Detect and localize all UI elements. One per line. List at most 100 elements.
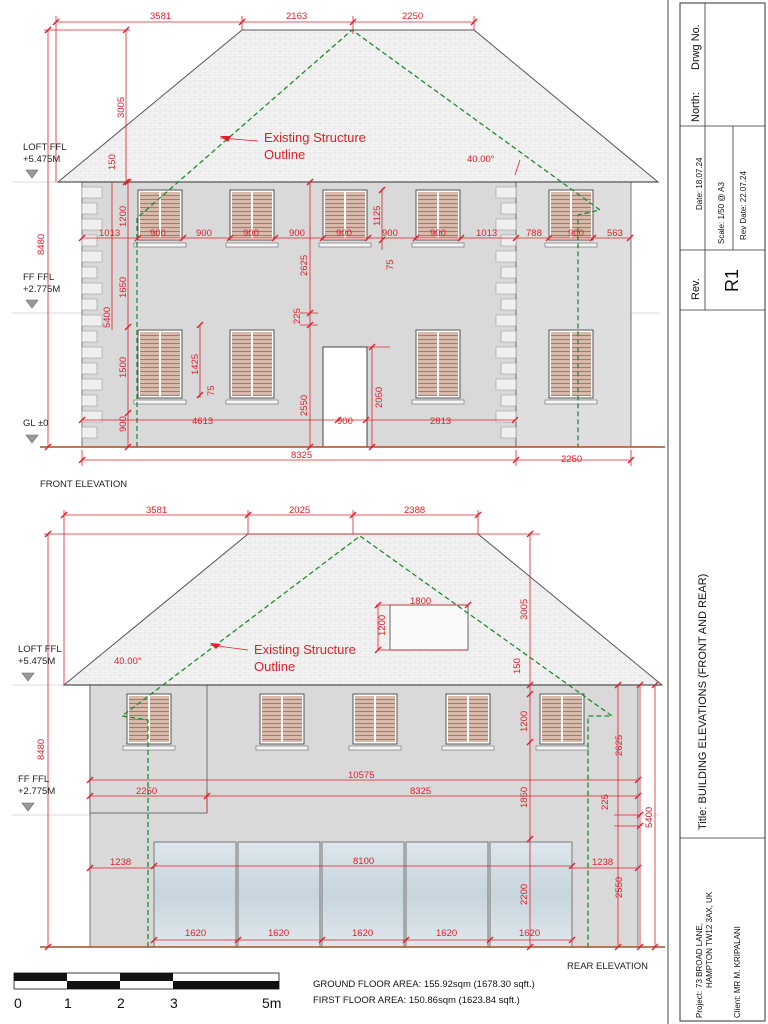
rear-roof-angle: 40.00° <box>114 656 142 667</box>
front-vert-dim-1200: 1200 <box>118 206 129 227</box>
front-window-dim-10: 788 <box>526 228 542 239</box>
title-rev-date: Rev Date: 22.07.24 <box>739 171 748 240</box>
ground-floor-area: GROUND FLOOR AREA: 155.92sqm (1678.30 sq… <box>313 979 535 990</box>
rear-vert-dim-1200: 1200 <box>519 711 530 732</box>
rear-ff-level-name: FF FFL <box>18 774 49 785</box>
scale-bar: 0 1 2 3 5m <box>13 972 281 1011</box>
front-vert-dim-75b: 75 <box>206 385 217 396</box>
front-vert-dim-1500: 1500 <box>118 357 129 378</box>
rear-panel-dim-4: 1620 <box>436 928 457 939</box>
title-block <box>680 3 765 839</box>
title-client: Client: MR M. KRIPALANI <box>733 926 742 1018</box>
scale-label-5m: 5m <box>262 995 281 1011</box>
rear-rooflight-width: 1800 <box>410 596 431 607</box>
front-lower-windows <box>133 329 598 405</box>
rear-elevation-caption: REAR ELEVATION <box>567 961 648 972</box>
front-top-dim-2: 2163 <box>286 11 307 22</box>
rear-vert-dim-2200: 2200 <box>519 884 530 905</box>
front-vert-dim-8480: 8480 <box>36 234 47 255</box>
front-roof-angle: 40.00° <box>467 154 495 165</box>
front-top-dim-1: 3581 <box>150 11 171 22</box>
rear-rooflight <box>389 604 469 651</box>
front-window-dim-4: 900 <box>243 228 259 239</box>
rear-top-dim-1: 3581 <box>146 505 167 516</box>
front-elevation: 3581 2163 2250 1013 900 900 900 900 900 … <box>12 11 665 490</box>
rear-upper-windows <box>122 693 589 751</box>
scale-label-2: 2 <box>117 995 125 1011</box>
level-marker-icon <box>25 169 39 179</box>
front-vert-dim-1125: 1125 <box>372 206 383 226</box>
scale-label-3: 3 <box>170 995 178 1011</box>
front-vert-dim-5400: 5400 <box>102 307 113 328</box>
rear-panel-dim-5: 1620 <box>519 928 540 939</box>
front-vert-dim-75a: 75 <box>385 259 396 270</box>
front-vert-dim-150: 150 <box>107 154 118 170</box>
front-vert-dim-225: 225 <box>292 308 303 324</box>
front-ff-level-name: FF FFL <box>23 272 54 283</box>
front-ground-dim-2: 900 <box>337 416 353 427</box>
front-existing-note-line1: Existing Structure <box>264 130 366 145</box>
front-window-dim-3: 900 <box>196 228 212 239</box>
rear-top-dim-3: 2388 <box>404 505 425 516</box>
rear-horiz-dim-2250: 2250 <box>136 786 157 797</box>
front-existing-outline <box>136 29 602 447</box>
front-vert-dim-1650: 1650 <box>118 277 129 298</box>
front-existing-note-line2: Outline <box>264 147 305 162</box>
title-rev-label: Rev. <box>690 278 702 300</box>
front-upper-windows <box>133 189 598 248</box>
level-marker-icon <box>25 434 39 444</box>
rear-vert-dim-3005: 3005 <box>519 599 530 620</box>
front-window-dim-1: 1013 <box>99 228 120 239</box>
rear-panel-dim-1: 1620 <box>185 928 206 939</box>
rear-loft-level-name: LOFT FFL <box>18 644 62 655</box>
title-project-label: Project: <box>695 991 704 1018</box>
front-loft-level-value: +5.475M <box>23 154 60 165</box>
front-ff-level-value: +2.775M <box>23 284 60 295</box>
front-vert-dim-1425: 1425 <box>190 354 201 375</box>
title-scale: Scale: 1/50 @ A3 <box>717 182 726 244</box>
front-vert-dim-2050: 2050 <box>374 387 385 408</box>
front-roof <box>56 29 660 183</box>
front-window-dim-2: 900 <box>150 228 166 239</box>
front-window-dim-5: 900 <box>289 228 305 239</box>
scale-label-1: 1 <box>64 995 72 1011</box>
rear-glazing-dim-right: 1238 <box>592 857 613 868</box>
title-north: North: <box>690 92 702 122</box>
title-project-line2: HAMPTON TW12 3AX, UK <box>705 891 714 988</box>
rear-loft-level-value: +5.475M <box>18 656 55 667</box>
rear-vert-dim-225: 225 <box>600 794 611 810</box>
rear-vert-dim-5400: 5400 <box>644 807 655 828</box>
rear-glazing-dim-total: 8100 <box>353 856 374 867</box>
front-window-dim-9: 1013 <box>476 228 497 239</box>
front-quoins <box>81 186 517 439</box>
rear-vert-dim-2625: 2625 <box>614 735 625 756</box>
rear-rooflight-height: 1200 <box>377 615 388 636</box>
title-rev-value: R1 <box>722 269 742 292</box>
front-bottom-dim-2: 2250 <box>561 454 582 465</box>
rear-panel-dim-3: 1620 <box>352 928 373 939</box>
level-marker-icon <box>25 299 39 309</box>
front-bottom-dim-1: 8325 <box>291 450 312 461</box>
title-project-line1: 73 BROAD LANE, <box>695 923 704 988</box>
rear-existing-note-line2: Outline <box>254 659 295 674</box>
rear-vert-dim-150: 150 <box>512 658 523 674</box>
rear-top-dim-2: 2025 <box>289 505 310 516</box>
rear-panel-dim-2: 1620 <box>268 928 289 939</box>
front-top-dim-3: 2250 <box>402 11 423 22</box>
front-vert-dim-2550: 2550 <box>299 395 310 416</box>
rear-horiz-dim-8325: 8325 <box>410 786 431 797</box>
front-vert-dim-2625: 2625 <box>299 255 310 276</box>
title-date: Date: 18.07.24 <box>695 157 704 210</box>
rear-roof <box>62 533 664 686</box>
rear-vert-dim-1850: 1850 <box>519 787 530 808</box>
front-ground-dim-1: 4613 <box>192 416 213 427</box>
rear-horiz-dim-10575: 10575 <box>348 770 374 781</box>
scale-label-0: 0 <box>14 995 22 1011</box>
title-drawing-no: Drwg No. <box>690 24 702 70</box>
front-ground-dim-3: 2813 <box>430 416 451 427</box>
rear-ff-level-value: +2.775M <box>18 786 55 797</box>
front-window-dim-12: 563 <box>607 228 623 239</box>
rear-elevation: 3581 2025 2388 1800 1200 8480 3005 150 1… <box>12 505 665 972</box>
title-drawing-title: Title: BUILDING ELEVATIONS (FRONT AND RE… <box>697 574 709 830</box>
